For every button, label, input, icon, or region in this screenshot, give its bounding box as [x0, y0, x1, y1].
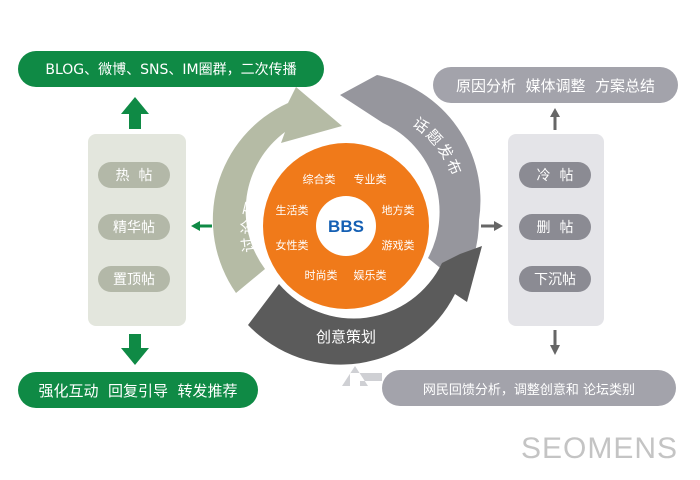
- right-arrow-gray-icon: [481, 221, 503, 231]
- feedback-text: 网民回馈分析，调整创意和 论坛类别: [422, 382, 636, 398]
- up-arrow-gray-icon: [550, 108, 560, 130]
- secondary-spread-text: BLOG、微博、SNS、IM圈群，二次传播: [45, 62, 297, 78]
- sunk-post-pill: 下沉帖: [519, 266, 591, 292]
- category-women: 女性类: [276, 238, 309, 252]
- analysis-text: 原因分析 媒体调整 方案总结: [455, 76, 656, 95]
- category-professional: 专业类: [354, 172, 387, 186]
- bbs-core: [316, 196, 376, 256]
- category-lifestyle: 生活类: [276, 203, 309, 217]
- featured-post-pill: 精华帖: [98, 214, 170, 240]
- category-comprehensive: 综合类: [303, 172, 336, 186]
- featured-post-label: 精华帖: [113, 220, 155, 236]
- category-fashion: 时尚类: [305, 268, 338, 282]
- interaction-banner: 强化互动 回复引导 转发推荐: [18, 372, 258, 408]
- planning-arrow: [248, 246, 482, 365]
- return-arrow-icon: [342, 366, 382, 386]
- analysis-banner: 原因分析 媒体调整 方案总结: [433, 67, 678, 103]
- pinned-post-pill: 置顶帖: [98, 266, 170, 292]
- deleted-post-label: 删 帖: [536, 220, 574, 236]
- brand-watermark: SEOMENS: [520, 432, 678, 465]
- bbs-title: BBS: [328, 217, 364, 236]
- up-arrow-green-icon: [121, 97, 149, 129]
- category-entertainment: 娱乐类: [354, 268, 387, 282]
- down-arrow-gray-icon: [550, 330, 560, 355]
- interaction-text: 强化互动 回复引导 转发推荐: [38, 381, 238, 400]
- cold-post-pill: 冷 帖: [519, 162, 591, 188]
- secondary-spread-banner: BLOG、微博、SNS、IM圈群，二次传播: [18, 51, 324, 87]
- hot-post-pill: 热 帖: [98, 162, 170, 188]
- pinned-post-label: 置顶帖: [113, 272, 155, 288]
- discussion-arrow: [212, 87, 342, 293]
- cold-post-label: 冷 帖: [536, 168, 574, 184]
- feedback-banner: 网民回馈分析，调整创意和 论坛类别: [382, 370, 676, 406]
- planning-label: 创意策划: [316, 328, 376, 346]
- category-local: 地方类: [382, 203, 415, 217]
- publish-arrow: [340, 75, 481, 285]
- deleted-post-pill: 删 帖: [519, 214, 591, 240]
- down-arrow-green-icon: [121, 334, 149, 365]
- hot-post-label: 热 帖: [115, 168, 153, 184]
- left-arrow-green-icon: [191, 221, 212, 231]
- sunk-post-label: 下沉帖: [534, 272, 576, 288]
- category-games: 游戏类: [382, 238, 415, 252]
